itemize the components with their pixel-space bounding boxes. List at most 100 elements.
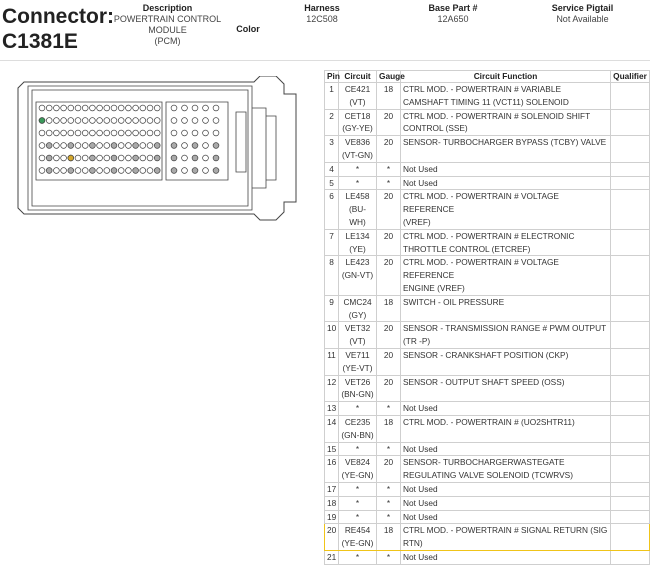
circuit-line: RE454 bbox=[344, 525, 371, 536]
circuit-line: LE134 bbox=[345, 230, 370, 241]
circuit-line: LE423 bbox=[345, 257, 370, 268]
qualifier-cell bbox=[610, 549, 650, 565]
pin-cavity bbox=[146, 129, 154, 137]
pin-number-cell: 21 bbox=[324, 549, 339, 565]
gauge-cell: * bbox=[376, 441, 401, 457]
circuit-function-line: ENGINE (VREF) bbox=[403, 282, 465, 293]
pin-cavity bbox=[181, 154, 188, 162]
circuit-cell: RE454(YE-GN) bbox=[338, 523, 377, 551]
qualifier-cell bbox=[610, 455, 650, 483]
circuit-function-cell: CTRL MOD. - POWERTRAIN # SIGNAL RETURN (… bbox=[400, 523, 611, 551]
circuit-function-cell: Not Used bbox=[400, 495, 611, 511]
circuit-cell: * bbox=[338, 161, 377, 177]
qualifier-cell bbox=[610, 347, 650, 376]
pin-cavity bbox=[125, 142, 132, 149]
qualifier-cell bbox=[610, 82, 650, 110]
base-part-block: Base Part # 12A650 bbox=[418, 3, 488, 25]
pin-cavity bbox=[103, 142, 111, 149]
pin-cavity bbox=[67, 129, 75, 137]
circuit-function-cell: CTRL MOD. - POWERTRAIN # (UO2SHTR11) bbox=[400, 414, 611, 443]
pin-number-cell: 17 bbox=[324, 481, 339, 497]
pin-cavity bbox=[103, 129, 111, 137]
circuit-line: (GY-YE) bbox=[342, 123, 373, 134]
pin-cavity bbox=[132, 154, 139, 162]
circuit-function-line: (TR -P) bbox=[403, 336, 431, 347]
circuit-function-line: Not Used bbox=[403, 497, 438, 508]
pin-cavity bbox=[191, 129, 199, 137]
pin-cavity bbox=[110, 167, 118, 174]
pin-cavity bbox=[110, 129, 118, 137]
pin-number-cell: 14 bbox=[324, 414, 339, 443]
pin-cavity bbox=[67, 104, 75, 112]
table-row: 18**Not Used bbox=[324, 495, 650, 511]
circuit-cell: VE836(VT-GN) bbox=[338, 135, 377, 163]
qualifier-cell bbox=[610, 255, 650, 296]
pin-cavities bbox=[38, 104, 220, 174]
pin-cavity bbox=[202, 129, 209, 137]
pin-cavity bbox=[125, 104, 132, 112]
pin-cavity bbox=[181, 129, 188, 137]
pin-cavity bbox=[139, 142, 147, 149]
harness-block: Harness 12C508 bbox=[292, 3, 352, 25]
pin-cavity bbox=[153, 154, 161, 162]
pin-cavity bbox=[74, 154, 82, 162]
base-part-value: 12A650 bbox=[437, 14, 469, 24]
gauge-cell: * bbox=[376, 401, 401, 416]
pin-cavity bbox=[170, 167, 178, 174]
pin-cavity bbox=[81, 117, 89, 124]
gauge-cell: 20 bbox=[376, 455, 401, 483]
harness-value: 12C508 bbox=[306, 14, 338, 24]
pin-cavity bbox=[96, 129, 103, 137]
table-row: 13**Not Used bbox=[324, 401, 650, 416]
pin-cavity bbox=[103, 167, 111, 174]
connector-label: Connector: bbox=[2, 5, 114, 28]
circuit-function-line: THROTTLE CONTROL (ETCREF) bbox=[403, 243, 531, 254]
circuit-function-line: Not Used bbox=[403, 163, 438, 174]
circuit-line: * bbox=[355, 177, 360, 188]
circuit-function-cell: Not Used bbox=[400, 481, 611, 497]
pin-green bbox=[38, 117, 46, 124]
pin-cavity bbox=[125, 129, 132, 137]
gauge-cell: * bbox=[376, 481, 401, 497]
circuit-cell: * bbox=[338, 481, 377, 497]
circuit-cell: CE421(VT) bbox=[338, 82, 377, 110]
circuit-cell: CET18(GY-YE) bbox=[338, 108, 377, 137]
circuit-line: VE824 bbox=[345, 457, 370, 468]
pin-number-cell: 8 bbox=[324, 255, 339, 296]
circuit-function-line: SENSOR - TRANSMISSION RANGE # PWM OUTPUT bbox=[403, 323, 607, 334]
circuit-function-cell: SENSOR- TURBOCHARGER BYPASS (TCBY) VALVE bbox=[400, 135, 611, 163]
pin-cavity bbox=[170, 142, 178, 149]
gauge-cell: 18 bbox=[376, 294, 401, 323]
pin-cavity bbox=[38, 104, 46, 112]
circuit-function-cell: SWITCH - OIL PRESSURE bbox=[400, 294, 611, 323]
pin-cavity bbox=[53, 167, 60, 174]
circuit-function-line: Not Used bbox=[403, 551, 438, 562]
pin-cavity bbox=[125, 154, 132, 162]
circuit-function-line: CTRL MOD. - POWERTRAIN # SIGNAL RETURN (… bbox=[403, 525, 608, 536]
circuit-cell: * bbox=[338, 549, 377, 565]
color-label: Color bbox=[236, 24, 260, 34]
pin-cavity bbox=[153, 142, 161, 149]
pin-cavity bbox=[181, 117, 188, 124]
pin-cavity bbox=[74, 104, 82, 112]
pin-cavity bbox=[212, 104, 220, 112]
column-header-qualifier: Qualifier bbox=[610, 70, 650, 83]
circuit-function-line: CTRL MOD. - POWERTRAIN # VARIABLE bbox=[403, 84, 561, 94]
circuit-line: LE458 bbox=[345, 191, 370, 202]
pin-cavity bbox=[53, 142, 60, 149]
circuit-function-cell: CTRL MOD. - POWERTRAIN # VOLTAGE REFEREN… bbox=[400, 189, 611, 230]
column-header-circuit: Circuit bbox=[338, 70, 377, 83]
pin-cavity bbox=[191, 154, 199, 162]
qualifier-cell bbox=[610, 228, 650, 257]
pin-cavity bbox=[67, 117, 75, 124]
pin-cavity bbox=[45, 104, 53, 112]
circuit-function-line: CTRL MOD. - POWERTRAIN # ELECTRONIC bbox=[403, 230, 575, 241]
qualifier-cell bbox=[610, 441, 650, 457]
circuit-line: VE711 bbox=[345, 349, 370, 360]
qualifier-cell bbox=[610, 108, 650, 137]
